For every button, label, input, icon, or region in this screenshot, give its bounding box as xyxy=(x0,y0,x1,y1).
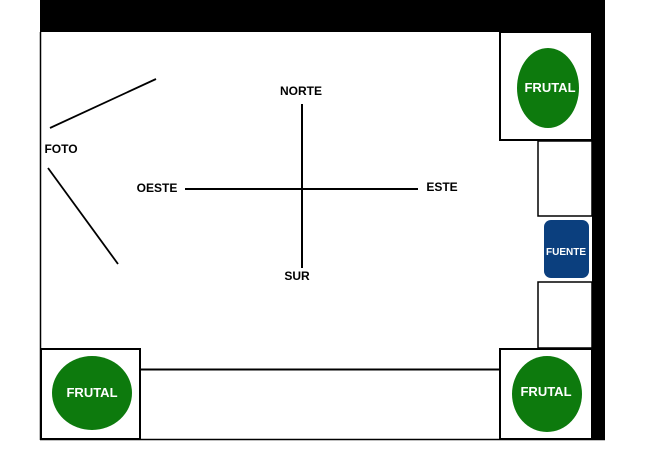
right-compartment-lower xyxy=(537,281,593,349)
fountain-label: FUENTE xyxy=(546,247,586,258)
top-border xyxy=(40,0,605,32)
photo-view-line-lower xyxy=(47,167,119,265)
compass-west-label: OESTE xyxy=(137,181,178,195)
photo-label: FOTO xyxy=(44,142,77,156)
photo-view-line-upper xyxy=(49,78,157,129)
compass-east-label: ESTE xyxy=(426,180,457,194)
tree-label-top-right: FRUTAL xyxy=(524,80,575,95)
fountain: FUENTE xyxy=(544,220,589,278)
tree-label-bottom-right: FRUTAL xyxy=(520,384,571,399)
tree-plot-bottom-right: FRUTAL xyxy=(499,348,593,440)
fruit-tree-icon xyxy=(512,356,582,432)
tree-plot-top-right: FRUTAL xyxy=(499,31,593,141)
compass: NORTE SUR OESTE ESTE xyxy=(137,84,458,283)
fruit-tree-icon xyxy=(517,48,579,128)
fountain-icon xyxy=(544,220,589,278)
right-compartment-upper xyxy=(537,140,593,217)
photo-viewpoint: FOTO xyxy=(44,78,157,265)
compass-south-label: SUR xyxy=(284,269,310,283)
tree-plot-bottom-left: FRUTAL xyxy=(40,348,141,440)
right-border xyxy=(592,0,605,440)
fruit-tree-icon xyxy=(52,356,132,430)
compass-north-label: NORTE xyxy=(280,84,322,98)
tree-label-bottom-left: FRUTAL xyxy=(66,385,117,400)
